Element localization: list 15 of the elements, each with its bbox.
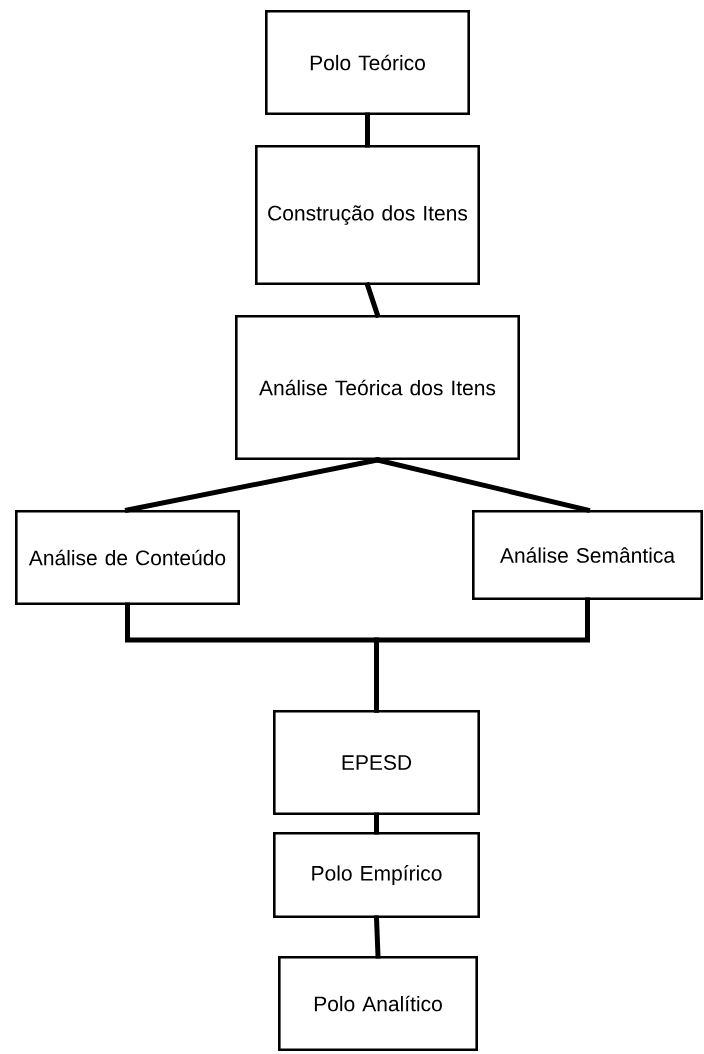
- process-box: Análise Semântica: [472, 510, 703, 600]
- connector-line: [365, 282, 380, 318]
- connector-line: [375, 457, 590, 513]
- connector-line: [374, 812, 379, 835]
- process-box: Construção dos Itens: [255, 145, 480, 285]
- process-box: Análise de Conteúdo: [15, 510, 240, 605]
- connector-line: [374, 915, 381, 959]
- process-box: Polo Teórico: [265, 10, 470, 115]
- process-box: Análise Teórica dos Itens: [235, 315, 520, 460]
- connector-line: [374, 597, 590, 713]
- process-box: Polo Empírico: [273, 832, 480, 918]
- connector-line: [125, 457, 380, 513]
- connector-line: [365, 112, 370, 148]
- process-box: Polo Analítico: [278, 956, 478, 1051]
- process-box: EPESD: [273, 710, 480, 815]
